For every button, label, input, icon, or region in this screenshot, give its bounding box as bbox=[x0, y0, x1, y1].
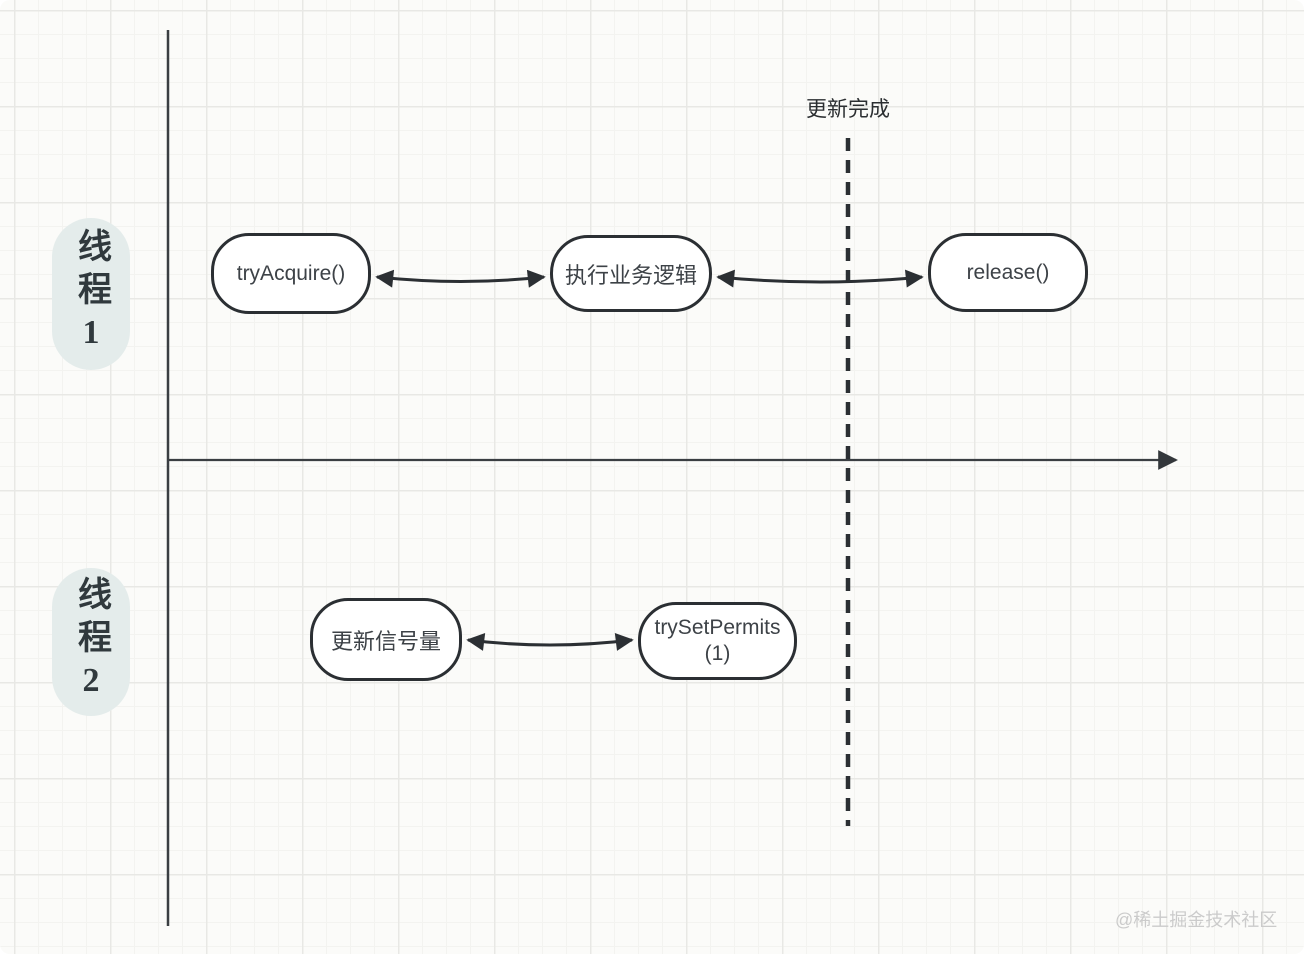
node-trysetpermits-label: trySetPermits(1) bbox=[654, 615, 781, 665]
thread1-lane-badge: 线程1 bbox=[52, 218, 130, 370]
node-execute-business-logic: 执行业务逻辑 bbox=[550, 235, 712, 312]
node-trysetpermits: trySetPermits(1) bbox=[638, 602, 797, 680]
node-release: release() bbox=[928, 233, 1088, 312]
node-tryacquire: tryAcquire() bbox=[211, 233, 371, 314]
thread2-label: 线程2 bbox=[72, 576, 110, 708]
arrow-tryacquire-to-exec bbox=[375, 269, 546, 288]
update-complete-label: 更新完成 bbox=[806, 98, 890, 121]
arrow-update-to-tryset bbox=[466, 633, 634, 651]
node-update-semaphore: 更新信号量 bbox=[310, 598, 462, 681]
watermark-text: @稀土掘金技术社区 bbox=[1115, 910, 1278, 930]
arrow-exec-to-release bbox=[716, 269, 924, 288]
thread1-label: 线程1 bbox=[72, 228, 110, 360]
thread2-lane-badge: 线程2 bbox=[52, 568, 130, 716]
